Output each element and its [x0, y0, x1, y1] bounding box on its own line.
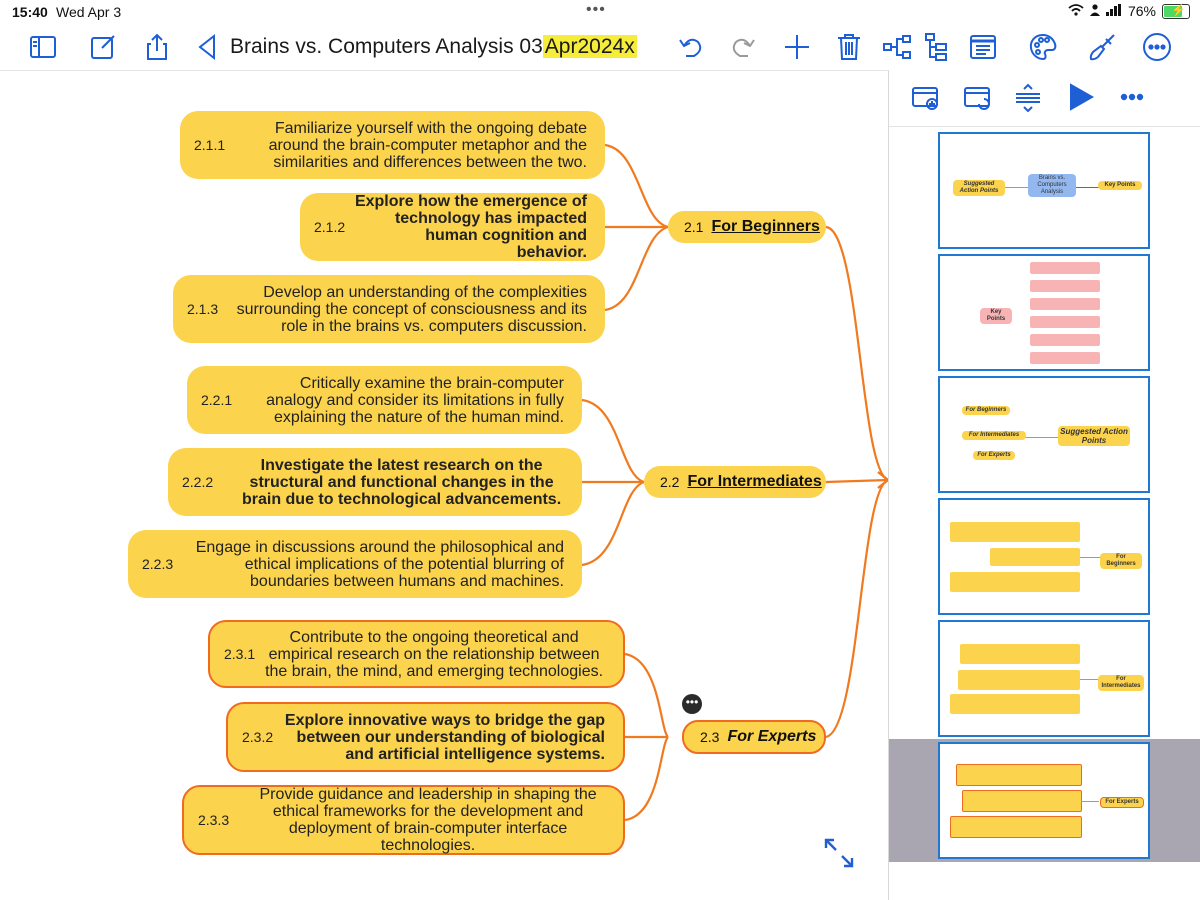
multitasking-dots-icon[interactable]: •••: [586, 1, 606, 18]
node-number: 2.2.3: [142, 556, 174, 572]
node-text: Develop an understanding of the complexi…: [236, 283, 587, 335]
status-time: 15:40: [12, 4, 48, 20]
sidebar-icon[interactable]: [26, 30, 60, 64]
node-2-2-3[interactable]: 2.2.3 Engage in discussions around the p…: [128, 530, 582, 598]
battery-icon: ⚡: [1162, 3, 1190, 19]
mindmap-canvas[interactable]: 2.1 For Beginners 2.1.1 Familiarize your…: [0, 70, 888, 900]
slide-thumbnail-4[interactable]: For Beginners: [938, 498, 1150, 615]
slides-sidebar: Suggested Action Points Brains vs. Compu…: [888, 70, 1200, 900]
document-title-text: Brains vs. Computers Analysis 03: [230, 35, 543, 58]
branch-for-beginners[interactable]: 2.1 For Beginners: [668, 211, 826, 243]
toolbar: Brains vs. Computers Analysis 03Apr2024x: [0, 24, 1200, 71]
person-icon: [1089, 3, 1100, 19]
node-number: 2.3.1: [224, 646, 256, 662]
branch-number: 2.3: [700, 729, 720, 745]
thumb-label: Suggested Action Points: [1058, 426, 1130, 446]
node-2-3-3[interactable]: 2.3.3 Provide guidance and leadership in…: [182, 785, 625, 855]
document-title[interactable]: Brains vs. Computers Analysis 03Apr2024x: [230, 35, 637, 59]
node-2-1-1[interactable]: 2.1.1 Familiarize yourself with the ongo…: [180, 111, 605, 179]
node-text: Engage in discussions around the philoso…: [195, 538, 564, 590]
thumb-label: For Beginners: [962, 406, 1010, 415]
node-2-1-2[interactable]: 2.1.2 Explore how the emergence of techn…: [300, 193, 605, 261]
branch-for-intermediates[interactable]: 2.2 For Intermediates: [644, 466, 826, 498]
node-2-3-1[interactable]: 2.3.1 Contribute to the ongoing theoreti…: [208, 620, 625, 688]
node-text: Investigate the latest research on the s…: [241, 456, 562, 508]
play-icon[interactable]: [1065, 82, 1095, 112]
refresh-slide-icon[interactable]: [963, 82, 993, 112]
thumb-label: For Experts: [973, 451, 1015, 460]
slide-thumbnail-1[interactable]: Suggested Action Points Brains vs. Compu…: [938, 132, 1150, 249]
branch-number: 2.1: [684, 219, 704, 235]
notes-icon[interactable]: [966, 30, 1000, 64]
node-number: 2.3.2: [242, 729, 274, 745]
redo-icon[interactable]: [726, 30, 760, 64]
add-slide-icon[interactable]: [911, 82, 941, 112]
slide-thumbnail-6[interactable]: For Experts: [938, 742, 1150, 859]
node-more-icon[interactable]: •••: [682, 694, 702, 714]
node-2-2-1[interactable]: 2.2.1 Critically examine the brain-compu…: [187, 366, 582, 434]
document-title-highlight: Apr2024x: [542, 35, 637, 58]
signal-icon: [1105, 3, 1122, 19]
branch-number: 2.2: [660, 474, 680, 490]
expand-icon[interactable]: [822, 836, 856, 870]
node-number: 2.1.1: [194, 137, 226, 153]
slide-thumbnail-5[interactable]: For Intermediates: [938, 620, 1150, 737]
edit-icon[interactable]: [86, 30, 120, 64]
connector-lines: [581, 143, 888, 822]
status-bar: 15:40 Wed Apr 3 ••• 76% ⚡: [0, 0, 1200, 24]
slide-thumbnail-3[interactable]: For Beginners For Intermediates For Expe…: [938, 376, 1150, 493]
add-icon[interactable]: [780, 30, 814, 64]
node-2-2-2[interactable]: 2.2.2 Investigate the latest research on…: [168, 448, 582, 516]
more-icon[interactable]: [1140, 30, 1174, 64]
back-icon[interactable]: [190, 30, 224, 64]
status-date: Wed Apr 3: [56, 4, 122, 20]
outline-icon[interactable]: [918, 30, 952, 64]
brush-icon[interactable]: [1086, 30, 1120, 64]
node-text: Familiarize yourself with the ongoing de…: [268, 119, 587, 171]
node-tree-icon[interactable]: [880, 30, 914, 64]
share-icon[interactable]: [140, 30, 174, 64]
thumb-label: For Intermediates: [1098, 675, 1144, 691]
node-number: 2.1.2: [314, 219, 346, 235]
status-right: 76% ⚡: [1068, 3, 1190, 19]
battery-percent: 76%: [1127, 3, 1156, 19]
node-text: Provide guidance and leadership in shapi…: [259, 786, 597, 854]
node-number: 2.2.2: [182, 474, 214, 490]
trash-icon[interactable]: [832, 30, 866, 64]
branch-label: For Beginners: [711, 218, 820, 235]
node-number: 2.2.1: [201, 392, 233, 408]
branch-for-experts[interactable]: 2.3 For Experts: [682, 720, 826, 754]
node-text: Explore innovative ways to bridge the ga…: [284, 711, 605, 763]
node-number: 2.3.3: [198, 812, 230, 828]
adjust-spacing-icon[interactable]: [1013, 82, 1043, 113]
node-text: Contribute to the ongoing theoretical an…: [265, 628, 604, 680]
thumb-label: Brains vs. Computers Analysis: [1028, 174, 1076, 197]
wifi-icon: [1068, 3, 1084, 19]
sidebar-more-icon[interactable]: [1117, 82, 1147, 112]
node-2-3-2[interactable]: 2.3.2 Explore innovative ways to bridge …: [226, 702, 625, 772]
thumb-label: Suggested Action Points: [953, 180, 1005, 196]
thumb-label: Key Points: [1098, 181, 1142, 190]
node-text: Explore how the emergence of technology …: [354, 193, 587, 261]
undo-icon[interactable]: [674, 30, 708, 64]
thumb-label: For Experts: [1100, 797, 1144, 808]
branch-label: For Intermediates: [687, 473, 822, 490]
node-text: Critically examine the brain-computer an…: [266, 374, 564, 426]
thumb-label: For Intermediates: [962, 431, 1026, 440]
node-2-1-3[interactable]: 2.1.3 Develop an understanding of the co…: [173, 275, 605, 343]
thumb-label: Key Points: [980, 308, 1012, 324]
node-number: 2.1.3: [187, 301, 219, 317]
palette-icon[interactable]: [1026, 30, 1060, 64]
slide-thumbnail-2[interactable]: Key Points: [938, 254, 1150, 371]
branch-label: For Experts: [727, 728, 817, 745]
thumb-label: For Beginners: [1100, 553, 1142, 569]
sidebar-toolbar: [889, 70, 1200, 127]
